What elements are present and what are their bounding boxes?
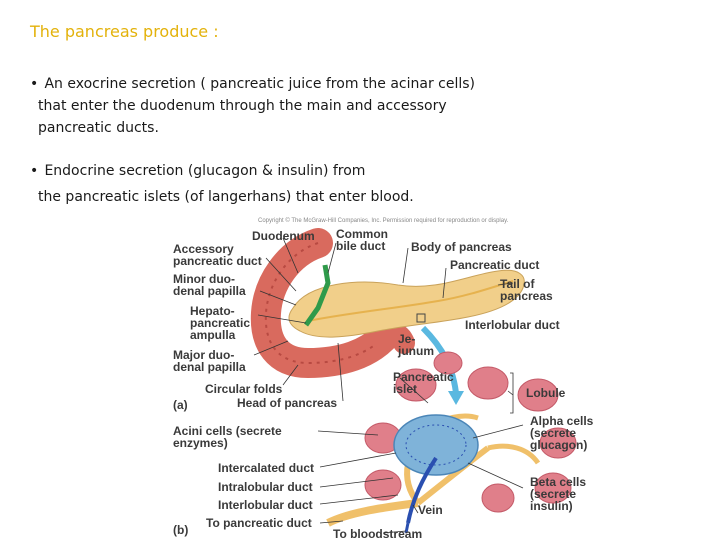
leader-lines-a [253,237,514,402]
label-pancreatic-duct: Pancreatic duct [450,258,540,272]
leader-lines-b [317,372,524,534]
bullet-text-line: that enter the duodenum through the main… [38,98,447,114]
label-head-of-pancreas: Head of pancreas [237,396,338,410]
label-body-of-pancreas: Body of pancreas [411,240,512,254]
label-interlobular-duct-a: Interlobular duct [465,318,560,332]
label-hepatopancreatic-ampulla: Hepato- pancreatic ampulla [190,304,251,342]
bullet-text-line: An exocrine secretion ( pancreatic juice… [44,76,476,92]
label-intercalated-duct: Intercalated duct [218,461,315,475]
label-lobule: Lobule [526,386,566,400]
label-vein: Vein [418,503,443,517]
label-panel-a: (a) [173,398,188,412]
label-minor-papilla: Minor duo- denal papilla [173,272,246,298]
label-accessory-duct: Accessory pancreatic duct [173,242,262,268]
label-panel-b: (b) [173,523,189,537]
pancreatic-duct-line [307,280,514,322]
label-beta-cells: Beta cells (secrete insulin) [530,475,587,513]
label-common-bile-duct: Common bile duct [336,227,388,253]
bullet-endocrine: • Endocrine secretion (glucagon & insuli… [30,160,510,212]
copyright-notice: Copyright © The McGraw-Hill Companies, I… [258,218,509,224]
label-to-bloodstream: To bloodstream [333,527,423,541]
lobule-diagram [326,351,577,534]
zoom-arrow-head [448,391,464,405]
label-major-papilla: Major duo- denal papilla [173,348,246,374]
pancreatic-islet-shape [393,414,479,476]
bullet-marker: • [30,163,39,179]
label-circular-folds: Circular folds [205,382,283,396]
label-intralobular-duct: Intralobular duct [218,480,313,494]
bullet-exocrine: • An exocrine secretion ( pancreatic jui… [30,73,510,139]
circular-folds-shape [264,242,384,365]
interlobular-duct-marker [416,313,426,323]
slide-title: The pancreas produce : [30,22,219,41]
label-jejunum: Je- junum [398,332,434,358]
bullet-text-line: the pancreatic islets (of langerhans) th… [38,189,414,205]
bile-duct-line [303,264,331,327]
jejunum-shape [372,322,415,354]
label-interlobular-duct-b: Interlobular duct [218,498,313,512]
vein-line [406,456,438,524]
bullet-text-line: Endocrine secretion (glucagon & insulin)… [44,163,366,179]
label-to-pancreatic-duct: To pancreatic duct [206,516,312,530]
bullet-marker: • [30,76,39,92]
pancreas-shape [288,269,525,338]
label-alpha-cells: Alpha cells (secrete glucagon) [530,414,594,452]
label-acini-cells: Acini cells (secrete enzymes) [173,424,282,450]
label-duodenum: Duodenum [252,229,315,243]
label-tail-of-pancreas: Tail of pancreas [500,277,553,303]
anatomy-illustration [250,228,577,534]
pancreas-anatomy-figure: Copyright © The McGraw-Hill Companies, I… [168,213,598,540]
label-pancreatic-islet: Pancreatic islet [393,370,454,396]
bullet-text-line: pancreatic ducts. [38,120,159,136]
